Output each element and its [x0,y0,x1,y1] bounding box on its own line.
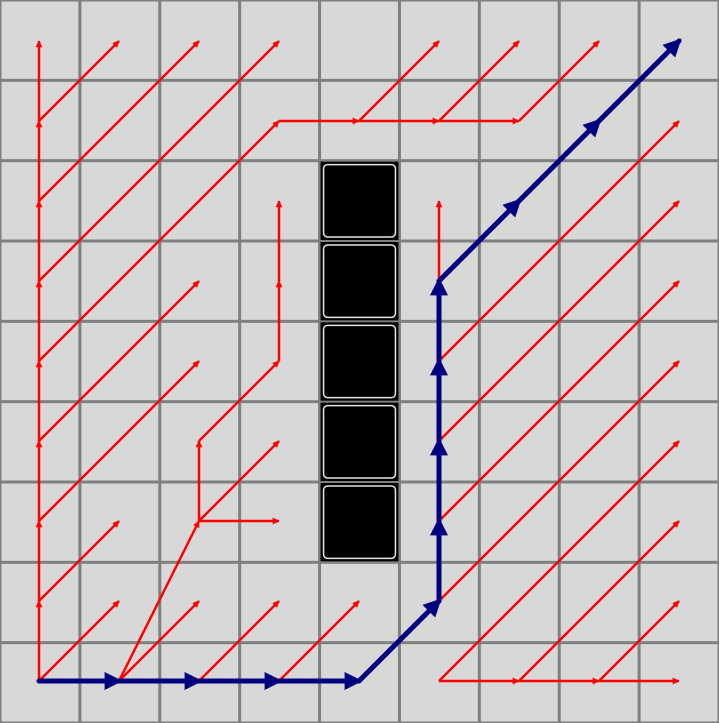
grid-cell [400,644,478,722]
grid-cell [241,563,319,642]
tree-edge-arrow [518,520,680,682]
tree-edge-arrow [358,40,440,122]
grid-cell [81,563,159,642]
tree-edge-arrow [38,280,200,442]
path-edge-arrow [356,598,442,684]
obstacle-cell [320,402,399,481]
obstacle-cell-border [322,324,397,399]
tree-edge-arrow [438,120,680,362]
grid-cell [560,644,638,722]
tree-edge-arrow [38,600,120,682]
tree-edge-arrow [38,40,120,122]
path-edge-arrow [596,38,682,124]
tree-edge-arrow [118,600,200,682]
tree-edge-arrow [438,280,680,522]
obstacle-cell [320,161,399,240]
tree-edge-arrow [38,520,120,602]
obstacle-cell [320,322,399,401]
obstacle-cell [320,242,399,321]
grid-cell [480,644,558,722]
tree-edge-arrow [38,40,200,202]
tree-edge-arrow [38,120,280,362]
tree-edge-arrow [38,360,200,522]
tree-edge-arrow [598,600,680,682]
tree-edge-arrow [438,200,680,442]
tree-edge-arrow [198,600,280,682]
obstacle-cell-border [322,163,397,238]
tree-edge-arrow [198,440,280,522]
grid-cell [640,644,718,722]
path-edge-arrow [436,198,522,284]
obstacle-cell-border [322,404,397,479]
grid-cell [321,563,398,642]
obstacle-cell-border [322,485,397,560]
tree-edge-arrow [438,360,680,602]
tree-edge-arrow [438,40,520,122]
tree-edge-arrow [198,360,280,442]
tree-edge-arrow [117,520,201,682]
obstacle-cell [320,483,399,562]
grid-cell [321,1,398,79]
tree-edge-arrow [38,40,280,282]
path-edges-layer [36,38,682,690]
path-edge-arrow [516,118,602,204]
grid-cell [161,563,239,642]
tree-edge-arrow [278,600,360,682]
tree-edge-arrow [518,40,600,122]
tree-edges-layer [35,40,680,685]
obstacle-cell-border [322,244,397,319]
grid-cell [81,483,159,561]
tree-edge-arrow [438,440,680,682]
